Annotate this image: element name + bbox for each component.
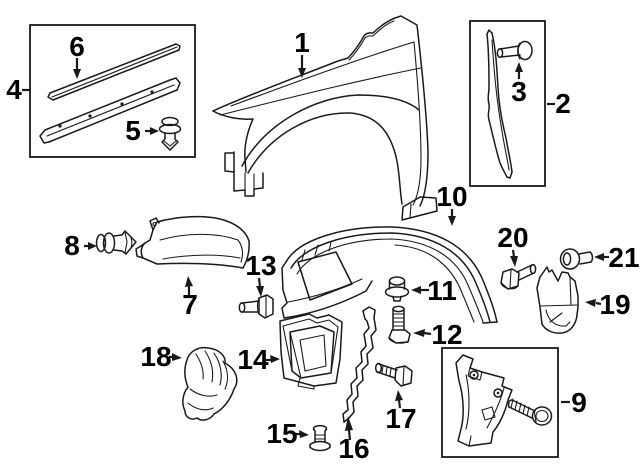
part-17-callout[interactable]: 17 <box>385 403 416 434</box>
part-12-callout[interactable]: 12 <box>431 319 462 350</box>
part-3-group: 3 <box>496 40 533 107</box>
part-16-group: 16 <box>338 306 377 464</box>
part-20-leader <box>511 249 516 258</box>
part-19-arrowhead <box>585 299 596 307</box>
part-7-group: 7 <box>135 215 250 320</box>
part-3-arrowhead <box>515 62 523 72</box>
part-13-leader <box>257 277 262 288</box>
part-19-callout[interactable]: 19 <box>599 289 630 320</box>
part-6-molding-drawing <box>47 43 181 101</box>
part-5-callout[interactable]: 5 <box>125 115 141 146</box>
part-16-arrowhead <box>345 416 353 431</box>
part-13-arrowhead <box>256 286 264 297</box>
part-17-bolt-drawing <box>374 362 413 387</box>
part-16-seal-drawing <box>342 306 377 423</box>
part-17-group: 17 <box>374 362 417 434</box>
part-16-leader <box>347 429 352 441</box>
part-15-bolt-drawing <box>309 424 331 452</box>
part-18-callout[interactable]: 18 <box>140 341 171 372</box>
part-4-rail-rivets <box>58 90 154 128</box>
part-2-group: 2 <box>469 20 571 187</box>
part-9-bracket-drawing <box>455 354 513 447</box>
part-2-molding-drawing <box>486 29 513 179</box>
part-18-shield-drawing <box>182 346 238 421</box>
part-20-group: 20 <box>497 222 537 290</box>
part-13-group: 13 <box>238 250 277 319</box>
part-20-bolt-drawing <box>500 263 537 290</box>
part-9-group: 9 <box>441 347 587 458</box>
part-5-group: 5 <box>125 115 182 151</box>
part-21-rivet-drawing <box>559 248 594 270</box>
part-1-callout[interactable]: 1 <box>294 27 310 58</box>
part-1-fender-drawing <box>212 15 438 221</box>
part-9-callout[interactable]: 9 <box>571 387 587 418</box>
part-8-clip-drawing <box>95 230 137 255</box>
part-14-group: 14 <box>237 313 343 390</box>
part-9-screw-drawing <box>507 398 553 426</box>
part-11-clip-drawing <box>384 276 410 302</box>
part-3-callout[interactable]: 3 <box>511 76 527 107</box>
part-17-arrowhead <box>395 390 403 401</box>
part-13-callout[interactable]: 13 <box>245 250 276 281</box>
part-15-group: 15 <box>266 418 331 452</box>
part-3-bolt-drawing <box>496 40 533 61</box>
part-20-callout[interactable]: 20 <box>497 222 528 253</box>
part-1-arrowhead <box>298 68 306 78</box>
part-18-group: 18 <box>140 341 238 421</box>
part-21-callout[interactable]: 21 <box>608 242 639 273</box>
part-8-arrowhead <box>88 242 97 250</box>
part-14-liner-front-drawing <box>279 313 343 390</box>
part-4-group: 4 <box>6 24 196 158</box>
part-7-apron-drawing <box>135 215 250 269</box>
part-12-group: 12 <box>388 305 463 350</box>
part-14-callout[interactable]: 14 <box>237 344 269 375</box>
part-10-callout[interactable]: 10 <box>436 181 467 212</box>
part-10-arrowhead <box>448 216 456 226</box>
part-20-arrowhead <box>510 256 518 267</box>
part-12-arrowhead <box>413 329 425 337</box>
part-8-callout[interactable]: 8 <box>64 230 80 261</box>
part-5-clip-drawing <box>158 116 182 151</box>
part-21-group: 21 <box>559 242 640 273</box>
part-19-guard-drawing <box>536 266 579 334</box>
inset-box-2 <box>469 20 546 187</box>
part-21-arrowhead <box>594 253 604 261</box>
part-11-callout[interactable]: 11 <box>427 275 457 306</box>
part-6-arrowhead <box>73 69 81 79</box>
part-12-bolt-drawing <box>388 305 411 344</box>
part-10-group: 10 <box>281 181 498 324</box>
part-7-arrowhead <box>185 276 193 287</box>
part-15-arrowhead <box>299 430 309 438</box>
part-6-callout[interactable]: 6 <box>69 31 85 62</box>
part-11-arrowhead <box>411 286 421 294</box>
part-1-group: 1 <box>212 15 438 221</box>
part-8-group: 8 <box>64 230 137 261</box>
part-16-callout[interactable]: 16 <box>338 433 369 464</box>
part-5-arrowhead <box>150 127 159 135</box>
part-17-leader <box>397 399 402 409</box>
part-2-callout[interactable]: 2 <box>555 88 571 119</box>
part-6-group: 6 <box>47 31 181 101</box>
part-13-bolt-drawing <box>238 294 274 319</box>
part-19-group: 19 <box>536 266 631 334</box>
inset-box-9 <box>441 347 559 458</box>
part-14-arrowhead <box>270 355 280 363</box>
part-4-callout[interactable]: 4 <box>6 74 22 105</box>
part-7-callout[interactable]: 7 <box>182 289 198 320</box>
part-18-arrowhead <box>172 353 182 361</box>
part-4-rail-drawing <box>39 77 181 144</box>
part-12-leader <box>423 331 432 336</box>
part-19-leader <box>595 301 602 306</box>
part-11-group: 11 <box>384 275 457 306</box>
part-10-liner-drawing <box>281 226 498 324</box>
part-15-callout[interactable]: 15 <box>266 418 297 449</box>
